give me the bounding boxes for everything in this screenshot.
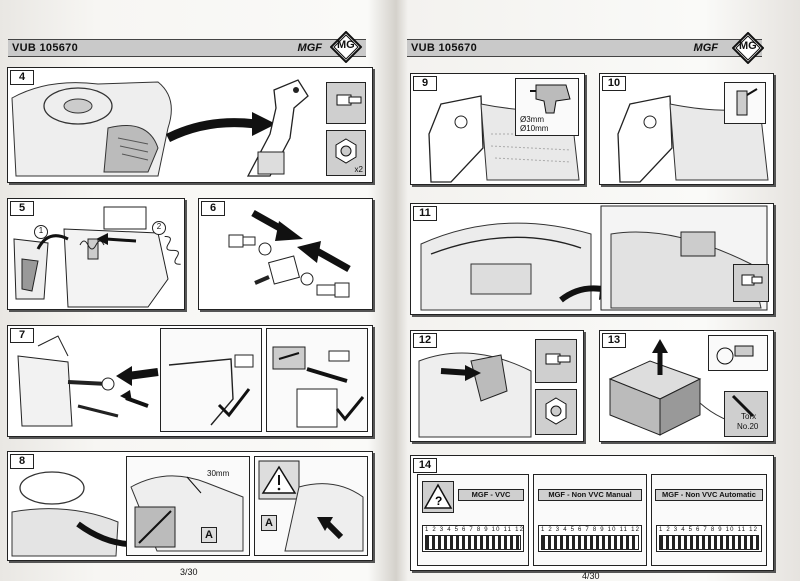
option-label: MGF - VVC: [458, 489, 524, 501]
step-number: 5: [10, 201, 34, 216]
fuse-diagram: 1 2 3 4 5 6 7 8 9 10 11 12: [422, 525, 524, 552]
detail-inset-engine: A: [254, 456, 368, 556]
page-number: 3/30: [180, 567, 198, 577]
step-7-panel: 7: [7, 325, 373, 437]
nut-icon: x2: [326, 130, 366, 176]
drill-inset: Ø3mm Ø10mm: [515, 78, 579, 136]
model-name: MGF: [297, 42, 322, 54]
step-12-panel: 12: [410, 330, 584, 442]
pedal-spring-illustration: [13, 206, 181, 308]
option-non-vvc-manual: MGF - Non VVC Manual 1 2 3 4 5 6 7 8 9 1…: [533, 474, 647, 566]
marker-a-2: A: [261, 515, 277, 531]
fuse-bar: [659, 535, 759, 550]
tool-name: Torx: [741, 412, 757, 421]
step-number: 7: [10, 328, 34, 343]
step-number: 6: [201, 201, 225, 216]
left-page: VUB 105670 MGF MG 4: [0, 0, 392, 581]
bolt-icon: [733, 264, 769, 302]
right-page: VUB 105670 MGF MG 9 Ø3mm Ø10mm 10: [400, 0, 800, 581]
step-10-panel: 10: [599, 73, 774, 185]
drill-icon: [530, 84, 571, 114]
step-number: 11: [413, 206, 437, 221]
fuse-numbers: 1 2 3 4 5 6 7 8 9 10 11 12: [425, 527, 525, 533]
mount-bracket-illustration: [418, 352, 532, 438]
callout-2: 2: [152, 221, 166, 235]
grease-icon: [724, 82, 766, 124]
connector-inset: [708, 335, 768, 371]
engine-bay-illustration: [420, 205, 768, 311]
option-label: MGF - Non VVC Manual: [538, 489, 642, 501]
tool-size: No.20: [737, 422, 759, 431]
option-vvc: ? MGF - VVC 1 2 3 4 5 6 7 8 9 10 11 12: [417, 474, 529, 566]
svg-text:?: ?: [435, 494, 442, 508]
step-number: 13: [602, 333, 626, 348]
fuse-bar: [425, 535, 521, 550]
mg-logo-icon: MG: [732, 32, 764, 64]
page-header: VUB 105670 MGF: [407, 39, 762, 57]
logo-text: MG: [337, 39, 355, 51]
bracket-grease-illustration: [617, 95, 769, 183]
dashboard-pedal-illustration: [11, 79, 309, 177]
nut-icon: [535, 389, 577, 435]
bolt-icon: [326, 82, 366, 124]
step-number: 12: [413, 333, 437, 348]
model-name: MGF: [693, 42, 718, 54]
page-header: VUB 105670 MGF: [8, 39, 366, 57]
detail-inset-footwell: 30mm A: [126, 456, 250, 556]
step-13-panel: 13 Torx No.20: [599, 330, 774, 442]
drill-size-small: Ø3mm: [520, 115, 544, 124]
logo-text: MG: [739, 40, 757, 52]
drill-size-large: Ø10mm: [520, 124, 549, 133]
callout-1: 1: [34, 225, 48, 239]
measurement-label: 30mm: [207, 469, 230, 478]
ecu-box-illustration: [608, 339, 751, 436]
step-number: 4: [10, 70, 34, 85]
page-number: 4/30: [582, 571, 600, 581]
screwdriver-icon: Torx No.20: [724, 391, 768, 437]
step-11-panel: 11: [410, 203, 774, 315]
step-4-panel: 4 x2: [7, 67, 373, 183]
fuse-numbers: 1 2 3 4 5 6 7 8 9 10 11 12: [659, 527, 759, 533]
step-14-panel: 14 ? MGF - VVC 1 2 3 4 5 6 7 8 9 10 11 1…: [410, 455, 774, 571]
step-8-panel: 8 30mm A A: [7, 451, 373, 561]
option-label: MGF - Non VVC Automatic: [655, 489, 763, 501]
fuse-diagram: 1 2 3 4 5 6 7 8 9 10 11 12: [656, 525, 762, 552]
detail-inset-2: [266, 328, 368, 432]
warning-icon: ?: [422, 481, 454, 513]
quantity-label: x2: [354, 165, 363, 174]
step-number: 9: [413, 76, 437, 91]
fuse-numbers: 1 2 3 4 5 6 7 8 9 10 11 12: [541, 527, 641, 533]
bolt-icon: [535, 339, 577, 383]
bolt-assembly-illustration: [228, 209, 351, 298]
detail-inset-1: [160, 328, 262, 432]
step-5-panel: 5 1 2: [7, 198, 185, 310]
linkage-illustration: [17, 335, 159, 427]
option-non-vvc-automatic: MGF - Non VVC Automatic 1 2 3 4 5 6 7 8 …: [651, 474, 767, 566]
mg-logo-icon: MG: [330, 31, 362, 63]
step-number: 14: [413, 458, 437, 473]
step-6-panel: 6: [198, 198, 373, 310]
vehicle-code: VUB 105670: [12, 42, 78, 54]
fuse-bar: [541, 535, 639, 550]
step-number: 10: [602, 76, 626, 91]
vehicle-code: VUB 105670: [411, 42, 477, 54]
step-number: 8: [10, 454, 34, 469]
fuse-diagram: 1 2 3 4 5 6 7 8 9 10 11 12: [538, 525, 642, 552]
marker-a: A: [201, 527, 217, 543]
step-9-panel: 9 Ø3mm Ø10mm: [410, 73, 585, 185]
